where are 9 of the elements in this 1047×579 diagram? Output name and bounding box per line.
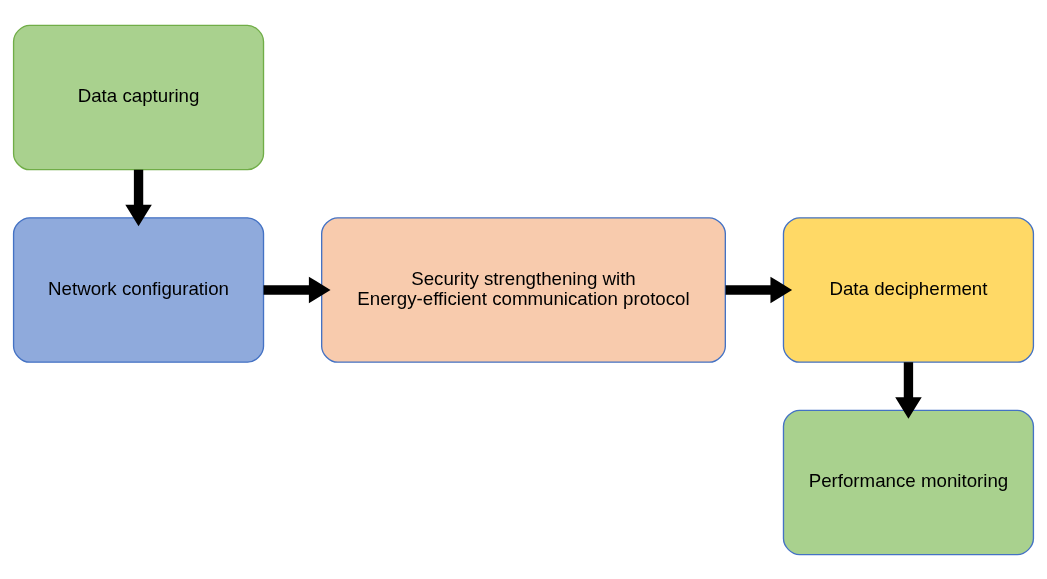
- arrow: [725, 276, 793, 303]
- node-box: Data capturing: [12, 24, 265, 170]
- arrow: [263, 276, 331, 303]
- arrow: [125, 169, 152, 226]
- node-box: Network configuration: [12, 216, 265, 363]
- node-box: Security strengthening with Energy-efficient communication protocol: [321, 216, 726, 363]
- node-box: Performance monitoring: [782, 409, 1035, 555]
- arrow: [895, 361, 922, 419]
- node-box: Data decipherment: [782, 216, 1035, 363]
